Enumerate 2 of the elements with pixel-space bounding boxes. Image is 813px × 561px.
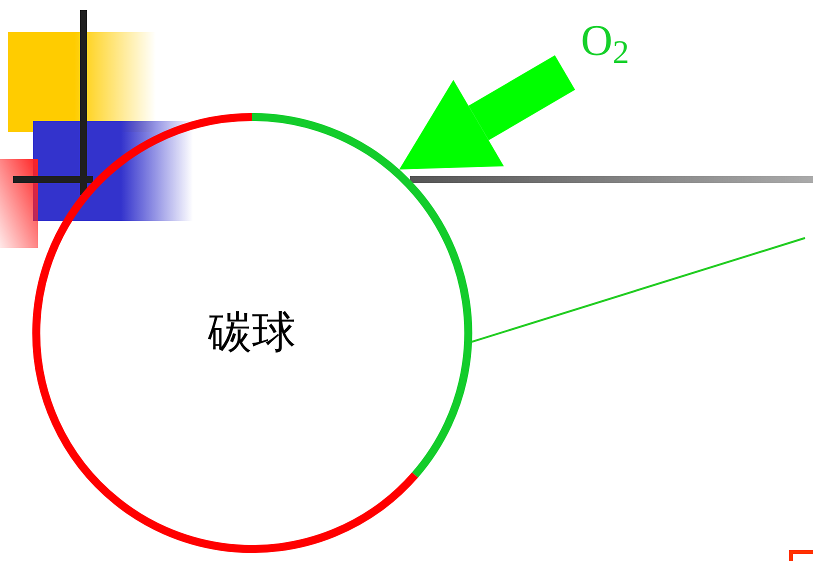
oxygen-label: O$_{2}$: [580, 19, 630, 63]
node-label: 碳球: [208, 311, 296, 355]
